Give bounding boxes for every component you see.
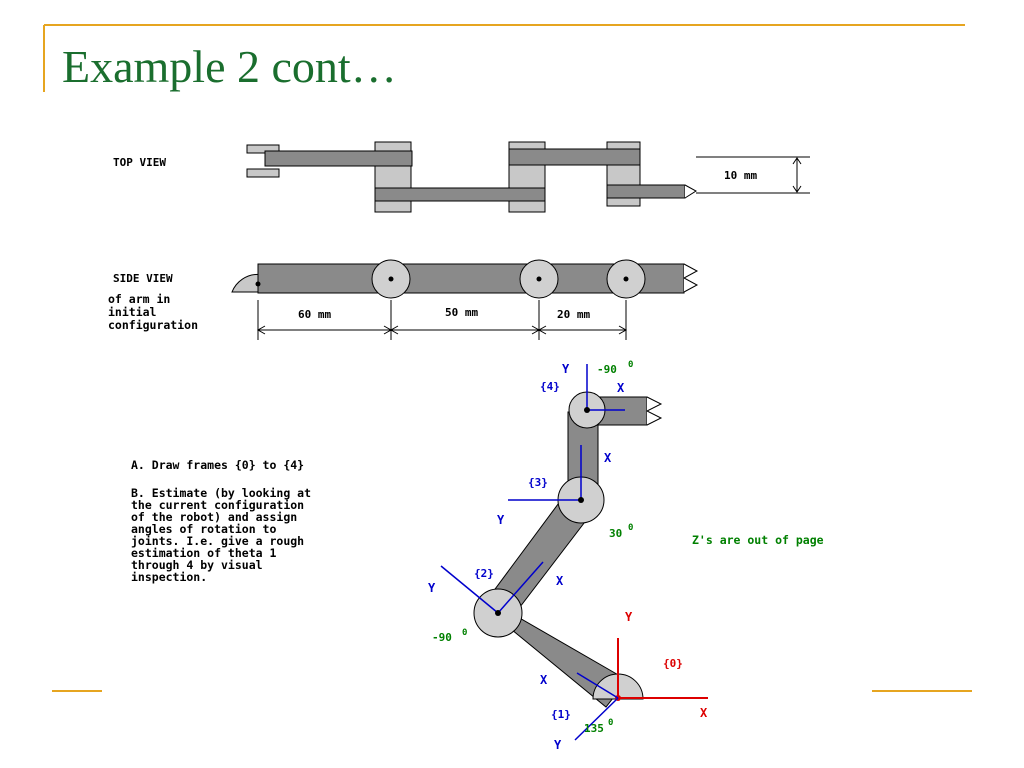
frame3-label: {3} — [528, 476, 548, 489]
frame4-x-label: X — [617, 381, 625, 395]
angle-joint2: -90 — [432, 631, 452, 644]
frame2-x-label: X — [556, 574, 564, 588]
gripper-plate-bottom — [246, 168, 280, 178]
frame4-label: {4} — [540, 380, 560, 393]
top-link-2 — [374, 187, 546, 202]
frame1-x-axis — [576, 672, 619, 699]
angle-joint3-degree: 0 — [628, 523, 633, 533]
angle-joint3: 30 — [609, 527, 622, 540]
caption-line-2: initial — [108, 305, 157, 319]
top-link-1 — [264, 150, 413, 167]
frame1-x-label: X — [540, 673, 548, 687]
top-tool-tip — [684, 184, 697, 199]
frame1-label: {1} — [551, 708, 571, 721]
frame1-y-label: Y — [554, 738, 562, 752]
side-view-label: SIDE VIEW — [113, 272, 173, 285]
frame0-y-label: Y — [625, 610, 633, 624]
dim-60mm: 60 mm — [298, 308, 331, 321]
angle-joint1: 135 — [584, 722, 604, 735]
side-joint-1-center — [255, 281, 261, 287]
arm-tool-tip — [645, 396, 663, 426]
top-link-3 — [508, 148, 641, 166]
dim-arrow-up — [792, 157, 802, 165]
slide-title: Example 2 cont… — [62, 41, 397, 92]
instruction-a: A. Draw frames {0} to {4} — [131, 458, 305, 472]
dim-50mm: 50 mm — [445, 306, 478, 319]
dim-20mm: 20 mm — [557, 308, 590, 321]
top-link-4 — [606, 184, 686, 199]
frame2-origin — [495, 610, 501, 616]
side-joint-3-center — [536, 276, 542, 282]
caption-line-3: configuration — [108, 318, 198, 332]
frame3-x-label: X — [604, 451, 612, 465]
frame4-y-label: Y — [562, 362, 570, 376]
frame2-label: {2} — [474, 567, 494, 580]
side-joint-4-center — [623, 276, 629, 282]
dim-label-10mm: 10 mm — [724, 169, 757, 182]
top-view-label: TOP VIEW — [113, 156, 166, 169]
gripper-plate-top — [246, 144, 280, 154]
side-joint-2-center — [388, 276, 394, 282]
frame0-label: {0} — [663, 657, 683, 670]
frame3-y-label: Y — [497, 513, 505, 527]
frame2-y-label: Y — [428, 581, 436, 595]
frame0-x-label: X — [700, 706, 708, 720]
dim-arrow-down — [792, 185, 802, 193]
frame2-x-axis — [497, 561, 544, 614]
side-view-caption: of arm in initial configuration — [108, 292, 198, 332]
top-view-drawing: TOP VIEW 10 mm — [113, 141, 810, 213]
angle-joint4: -90 — [597, 363, 617, 376]
frame4-origin — [584, 407, 590, 413]
caption-line-1: of arm in — [108, 292, 170, 306]
angle-joint2-degree: 0 — [462, 628, 467, 638]
instruction-b: B. Estimate (by looking at the current c… — [131, 486, 312, 584]
accent-lines — [43, 24, 972, 692]
angle-joint4-degree: 0 — [628, 360, 633, 370]
z-axis-note: Z's are out of page — [692, 533, 824, 547]
frame1-y-axis — [574, 697, 619, 741]
frame2-y-axis — [440, 565, 499, 614]
frame3-origin — [578, 497, 584, 503]
dim-arrows — [256, 325, 628, 335]
angle-joint1-degree: 0 — [608, 718, 613, 728]
arm-configuration-diagram: Y X {0} Y X {1} Y X {2} Y X {3} Y X {4} … — [428, 360, 824, 752]
side-view-drawing: SIDE VIEW of arm in initial configuratio… — [108, 259, 699, 340]
side-tool-tip — [682, 263, 699, 293]
